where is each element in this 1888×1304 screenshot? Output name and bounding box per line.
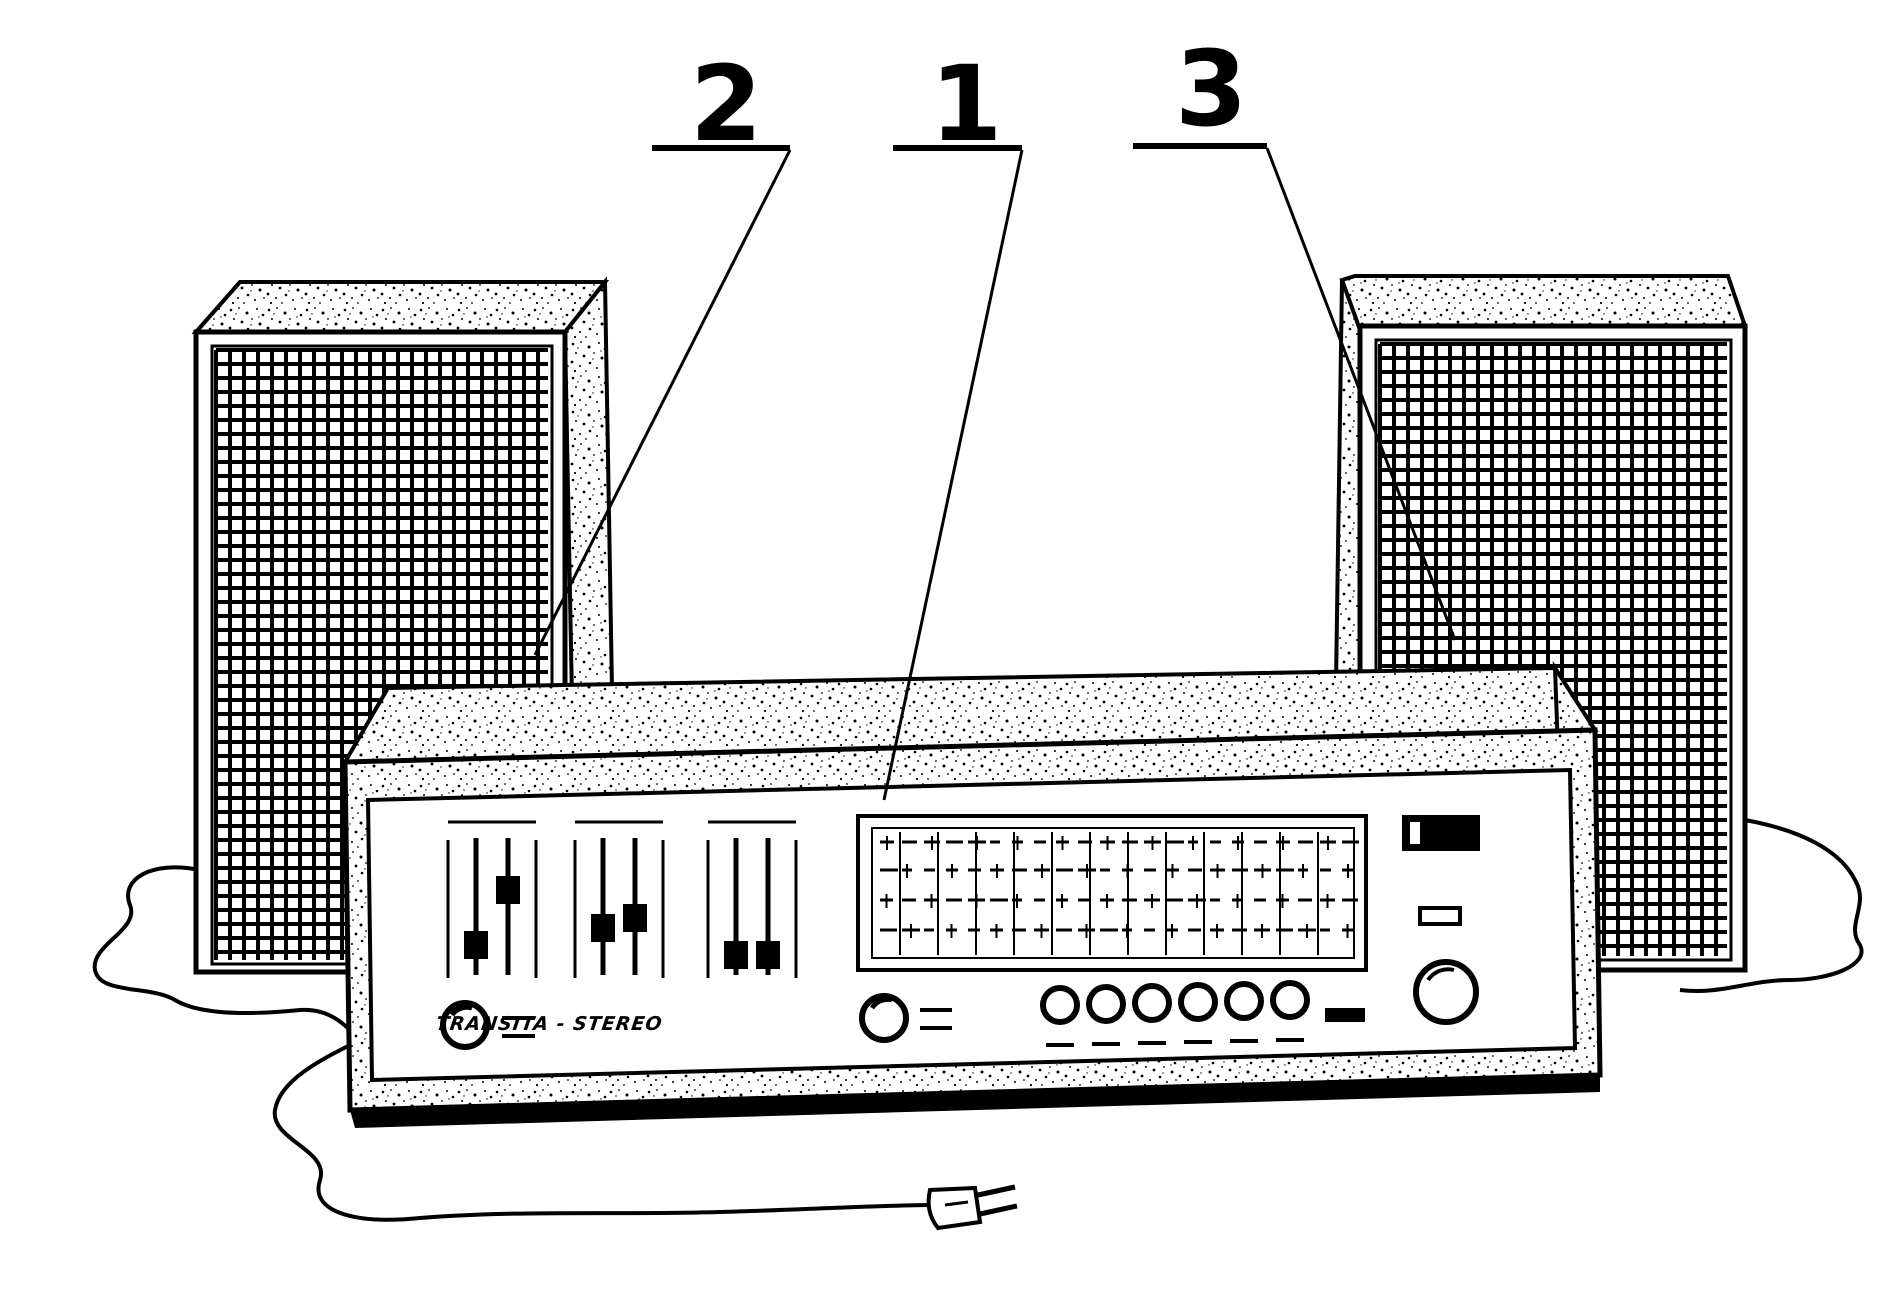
callout-2: 2 [533,43,792,656]
function-knob [1178,982,1218,1044]
slider-group [446,820,538,978]
slider-knob [724,941,748,969]
dial-scale [880,832,1359,955]
volume-knob [1413,959,1479,1025]
switch-bar [1325,1008,1365,1022]
function-knob [1224,981,1264,1043]
function-knob [1270,980,1310,1042]
slider-section [446,820,798,978]
function-knob [1132,983,1172,1045]
slider-knob [464,931,488,959]
stereo-receiver: TRANSITA - STEREO [341,660,1603,1128]
power-cord [272,1038,936,1222]
power-plug-icon [926,1184,1018,1231]
function-knob [1086,984,1126,1046]
callout-3: 3 [1133,28,1457,641]
slider-knob [591,914,615,942]
slider-group [706,820,798,978]
slider-knob [623,904,647,932]
function-knob [1040,985,1080,1047]
function-knob-row [1040,980,1310,1047]
slider-group [573,820,665,978]
slider-knob [496,876,520,904]
callout-1: 1 [882,43,1024,801]
tuning-dial [856,814,1368,972]
balance-knob [440,1000,535,1050]
slider-knob [756,941,780,969]
callout-3-label: 3 [1175,28,1247,150]
indicator-lamp [1418,906,1462,926]
tuning-knob [859,993,952,1043]
callout-1-label: 1 [930,43,1002,165]
brand-label: TRANSITA - STEREO [435,1012,665,1035]
floor-outline-right [1679,818,1864,993]
callout-2-label: 2 [690,43,762,165]
